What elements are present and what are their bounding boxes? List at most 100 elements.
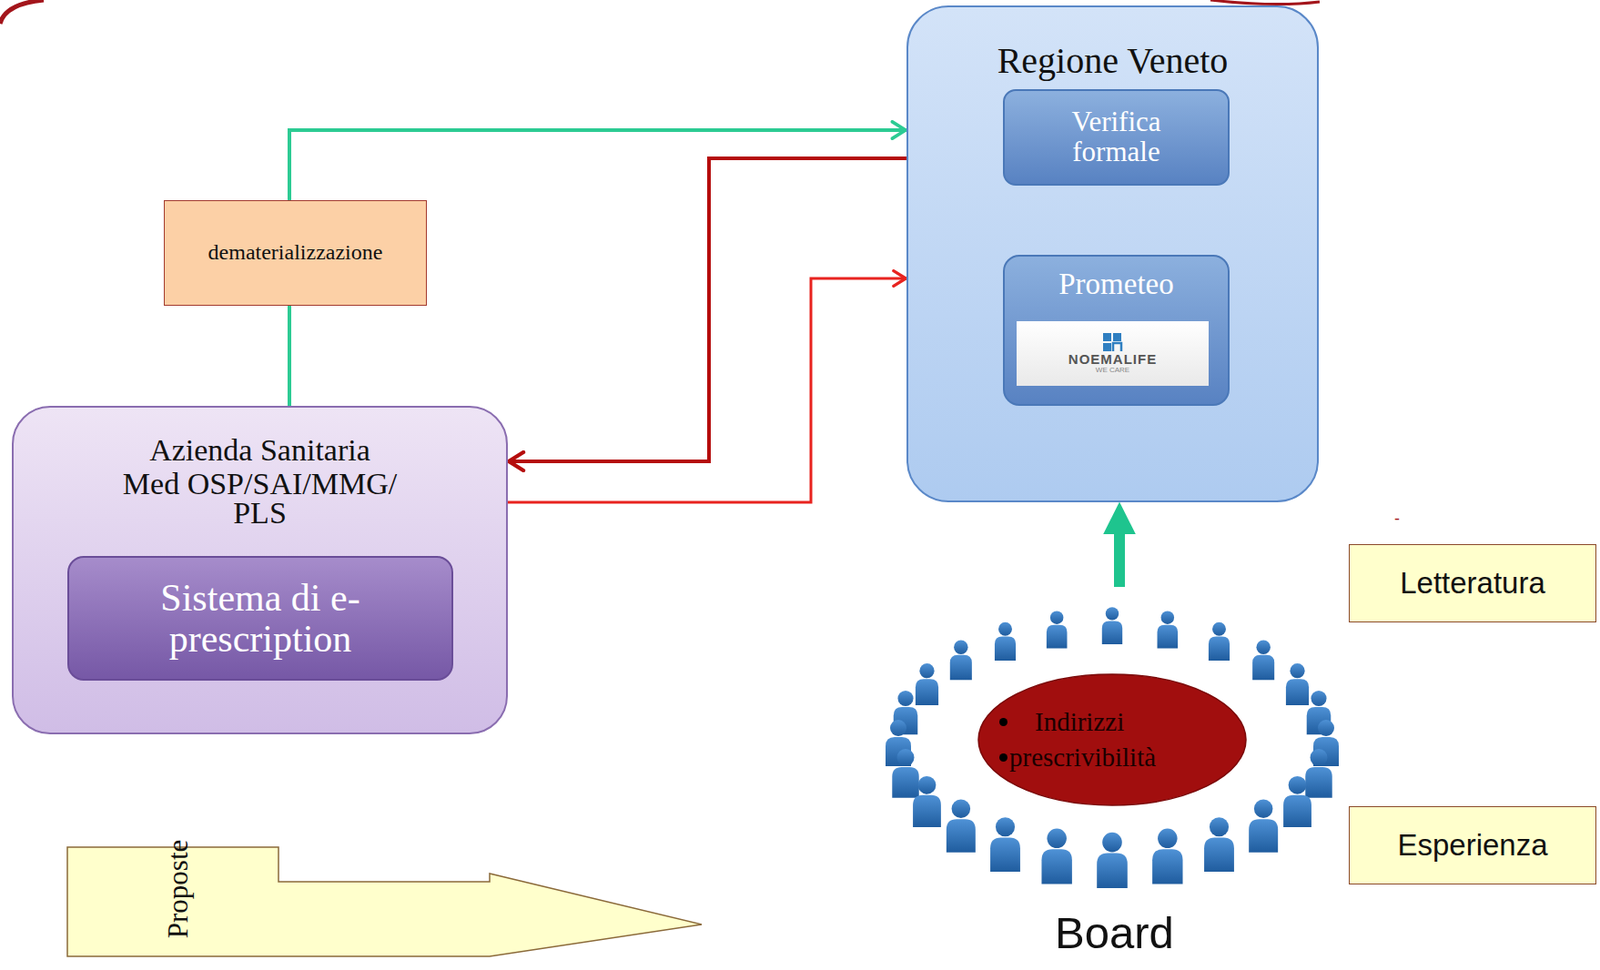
text-line: Verifica formale (1025, 107, 1208, 167)
person-figure (1102, 607, 1123, 645)
stray-mark: - (1394, 509, 1400, 529)
person-head (951, 800, 972, 820)
person-body (1152, 849, 1183, 884)
person-head (1254, 800, 1274, 820)
person-head (1289, 663, 1305, 679)
person-head (1288, 776, 1307, 795)
arrow-shape (66, 846, 704, 958)
person-body (1096, 853, 1128, 889)
person-body (891, 767, 919, 799)
person-head (897, 749, 915, 767)
topic-ellipse-text: prescrivibilità (1009, 739, 1156, 776)
proposal-arrow: Proposte (66, 846, 704, 958)
person-figure (946, 800, 976, 853)
person-head (1255, 639, 1270, 654)
person-figure (1041, 829, 1072, 885)
person-figure (912, 776, 942, 828)
person-body (1046, 625, 1068, 649)
person-body (912, 795, 942, 828)
return-arrow (507, 158, 907, 462)
organization-box-text: Med OSP/SAI/MMG/ PLS (110, 469, 411, 529)
person-figure (1157, 610, 1179, 649)
board-arrow (1113, 513, 1125, 588)
region-box: Regione VenetoVerifica formalePrometeo (906, 5, 1319, 503)
organization-box: Azienda SanitariaMed OSP/SAI/MMG/ PLS Sis… (11, 405, 508, 735)
source-box: Esperienza (1348, 806, 1597, 885)
person-head (918, 776, 937, 795)
topic-ellipse: Indirizziprescrivibilità (977, 673, 1247, 807)
person-body (946, 819, 976, 853)
person-body (1252, 655, 1275, 680)
person-head (1310, 749, 1328, 767)
person-body (915, 678, 939, 706)
logo-badge: NOEMALIFEWE CARE (1016, 321, 1209, 386)
ellipse-shape (977, 673, 1247, 807)
person-figure (1286, 663, 1309, 706)
flow-arrow (289, 130, 907, 201)
source-box-text: Letteratura (1399, 566, 1546, 601)
person-figure (891, 749, 919, 799)
person-figure (1046, 610, 1068, 649)
text-line: Azienda Sanitaria (149, 435, 371, 466)
logo-text: NOEMALIFE (1068, 352, 1157, 368)
text-line: Proposte (162, 840, 195, 940)
process-box-text: Prometeo (1058, 267, 1174, 303)
text-line: Indirizzi (999, 704, 1125, 740)
person-head (897, 690, 913, 707)
person-body (1041, 849, 1072, 884)
person-head (1105, 607, 1119, 620)
board-group-text: Board (1054, 909, 1175, 959)
logo-text: WE CARE (1095, 366, 1130, 375)
person-figure (1305, 749, 1332, 799)
ellipse-fill (978, 674, 1246, 806)
logo-arch (1113, 343, 1122, 352)
frame-corner (0, 0, 44, 24)
text-line: Sistema di e-prescription (110, 577, 411, 659)
person-head (1157, 829, 1177, 849)
person-body (1305, 767, 1332, 799)
person-figure (1248, 800, 1278, 853)
person-body (1283, 795, 1312, 828)
person-body (1157, 625, 1179, 649)
person-figure (1152, 829, 1183, 885)
person-figure (990, 817, 1021, 872)
person-head (1046, 829, 1066, 849)
text-line: Med OSP/SAI/MMG/ PLS (110, 469, 411, 529)
person-head (919, 663, 934, 679)
person-figure (1204, 817, 1235, 872)
topic-ellipse-text: Indirizzi (1034, 704, 1125, 740)
person-body (1248, 819, 1278, 853)
frame-corner (1210, 0, 1320, 5)
bullet-dot (999, 718, 1008, 727)
person-head (1212, 622, 1226, 637)
person-head (1102, 832, 1123, 853)
person-figure (915, 663, 939, 706)
text-line: Letteratura (1399, 566, 1546, 601)
system-box: Sistema di e-prescription (67, 556, 454, 681)
system-box-text: Sistema di e-prescription (110, 577, 411, 659)
person-body (990, 838, 1021, 873)
person-body (994, 636, 1016, 660)
person-head (998, 622, 1013, 637)
logo-square (1103, 343, 1112, 352)
person-head (1209, 817, 1229, 837)
person-figure (994, 622, 1016, 661)
process-box: Verifica formale (1002, 89, 1230, 186)
person-figure (1096, 832, 1128, 889)
person-figure (1252, 639, 1275, 680)
process-box: dematerializzazione (163, 200, 427, 306)
person-head (890, 719, 907, 737)
person-body (1102, 620, 1123, 645)
text-line: Esperienza (1397, 828, 1548, 863)
logo-square (1113, 333, 1122, 342)
bullet-dot (999, 753, 1008, 762)
text-line: dematerializzazione (208, 240, 384, 266)
person-head (1310, 690, 1327, 707)
person-figure (1283, 776, 1312, 828)
source-box-text: Esperienza (1397, 828, 1548, 863)
text-line: Regione Veneto (997, 40, 1229, 82)
request-arrow (507, 278, 907, 503)
person-body (1286, 678, 1309, 706)
logo-square (1103, 333, 1112, 342)
person-head (1050, 610, 1064, 625)
